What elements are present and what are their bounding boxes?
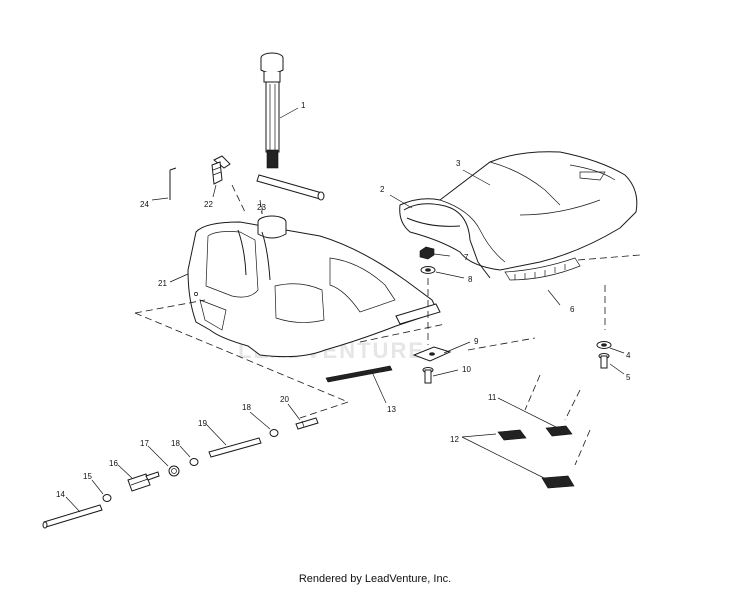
callout-18-upper: 18 — [242, 403, 251, 412]
callout-2: 2 — [380, 185, 385, 194]
part-22-fitting[interactable] — [211, 155, 231, 185]
callout-12: 12 — [450, 435, 459, 444]
part-16-fitting[interactable] — [127, 471, 160, 492]
part-20-fitting[interactable] — [295, 417, 319, 430]
callout-18-lower: 18 — [171, 439, 180, 448]
callout-16: 16 — [109, 459, 118, 468]
part-3-seat[interactable] — [399, 151, 638, 271]
part-21-fuel-tank[interactable] — [187, 215, 441, 358]
callout-22: 22 — [204, 200, 213, 209]
part-15-clamp[interactable] — [102, 494, 112, 502]
part-5-bolt[interactable] — [598, 353, 610, 369]
callout-14: 14 — [56, 490, 65, 499]
callout-11: 11 — [488, 393, 497, 402]
callout-labels: 1 2 3 4 5 6 7 8 9 10 11 12 13 14 15 16 1… — [56, 101, 631, 499]
phantom-lines — [134, 184, 641, 466]
callout-7: 7 — [464, 253, 469, 262]
part-2-seat-strap[interactable] — [403, 203, 491, 279]
part-19-hose[interactable] — [208, 437, 262, 458]
part-1-fuel-gauge[interactable] — [260, 52, 284, 169]
callout-6: 6 — [570, 305, 575, 314]
part-23-hose[interactable] — [256, 174, 325, 201]
part-6-seat-base[interactable] — [504, 257, 581, 281]
callout-8: 8 — [468, 275, 473, 284]
callout-19: 19 — [198, 419, 207, 428]
part-24-pin[interactable] — [169, 167, 177, 200]
callout-3: 3 — [456, 159, 461, 168]
callout-17: 17 — [140, 439, 149, 448]
part-12-decals[interactable] — [497, 429, 575, 489]
callout-1: 1 — [301, 101, 306, 110]
callout-21: 21 — [158, 279, 167, 288]
callout-24: 24 — [140, 200, 149, 209]
part-17-clamp[interactable] — [168, 465, 180, 477]
callout-9: 9 — [474, 337, 479, 346]
part-11-decal[interactable] — [545, 425, 573, 437]
leader-lines — [65, 107, 625, 513]
callout-13: 13 — [387, 405, 396, 414]
callout-20: 20 — [280, 395, 289, 404]
callout-4: 4 — [626, 351, 631, 360]
callout-15: 15 — [83, 472, 92, 481]
part-18-clamp-upper[interactable] — [269, 429, 279, 437]
callout-23: 23 — [257, 203, 266, 212]
part-18-clamp-lower[interactable] — [189, 458, 199, 466]
part-10-bolt[interactable] — [422, 367, 434, 384]
part-13-strap[interactable] — [325, 365, 393, 383]
part-8-washer[interactable] — [420, 266, 436, 274]
part-7-nut[interactable] — [419, 246, 435, 260]
part-14-hose[interactable] — [42, 504, 103, 529]
part-9-plate[interactable] — [412, 346, 452, 362]
part-4-washer[interactable] — [596, 341, 612, 349]
callout-10: 10 — [462, 365, 471, 374]
callout-5: 5 — [626, 373, 631, 382]
footer-credit: Rendered by LeadVenture, Inc. — [298, 573, 452, 585]
